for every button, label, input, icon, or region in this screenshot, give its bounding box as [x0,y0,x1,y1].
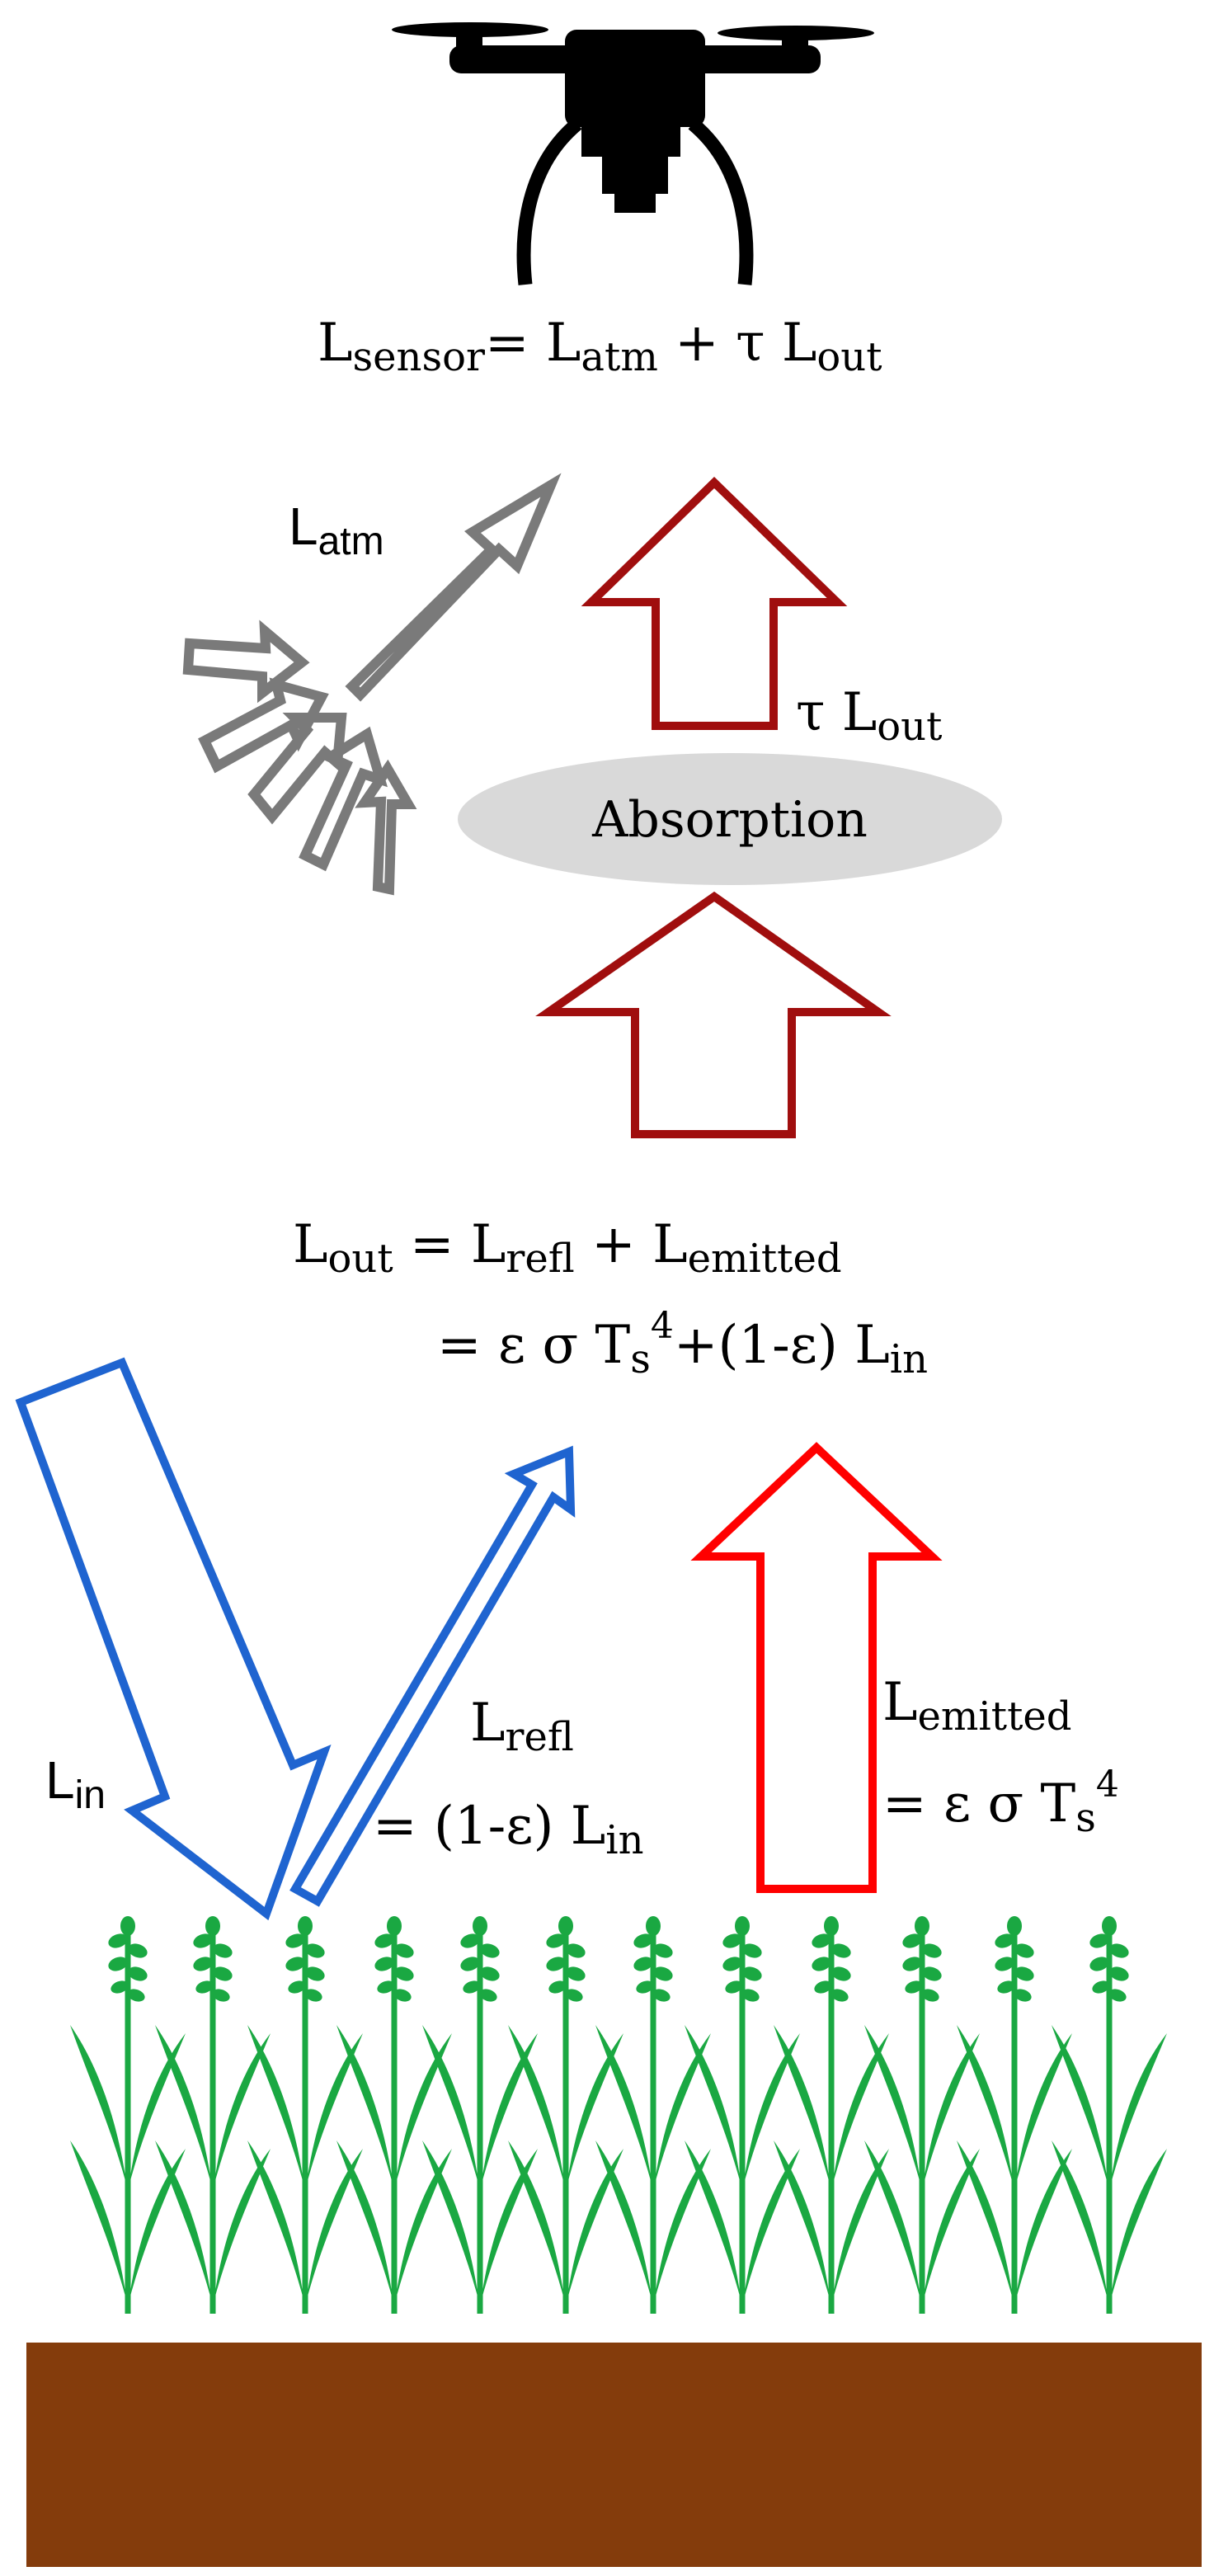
emitted-label: Lemitted [882,1672,1071,1740]
plant-icon [685,1916,800,2314]
soil [26,2343,1202,2567]
outgoing-arrow [535,891,892,1138]
plant-icon [957,1916,1072,2314]
plant-icon [595,1916,711,2314]
outgoing-equation-line1: Lout = Lrefl + Lemitted [293,1214,842,1282]
emitted-equation: = ε σ Ts4 [882,1764,1119,1841]
crop-row [70,1916,1167,2314]
plant-icon [336,1916,452,2314]
reflected-label: Lrefl [470,1693,574,1760]
sensor-equation: Lsensor= Latm + τ Lout [318,313,882,380]
plant-icon [155,1916,271,2314]
plant-icon [864,1916,980,2314]
plant-icon [422,1916,538,2314]
incoming-radiation-arrow [15,1357,332,1921]
outgoing-equation-line2: = ε σ Ts4+(1-ε) Lin [437,1305,928,1382]
plant-icon [70,1916,186,2314]
transmitted-label: τ Lout [796,682,942,750]
reflected-equation: = (1-ε) Lin [373,1796,644,1863]
reflected-radiation-arrow [289,1445,576,1907]
plant-icon [508,1916,623,2314]
plant-icon [1052,1916,1167,2314]
emitted-radiation-arrow [690,1442,943,1893]
absorption-label: Absorption [591,791,868,849]
plant-icon [247,1916,363,2314]
plant-icon [774,1916,889,2314]
incoming-label: Lin [45,1750,106,1817]
atmospheric-scatter-arrows [182,473,562,896]
atmosphere-radiance-label: Latm [289,497,384,563]
absorption-ellipse [458,753,1002,885]
atmosphere-radiance-arrow [345,473,562,702]
drone-icon [392,22,874,285]
transmitted-arrow [581,477,848,730]
